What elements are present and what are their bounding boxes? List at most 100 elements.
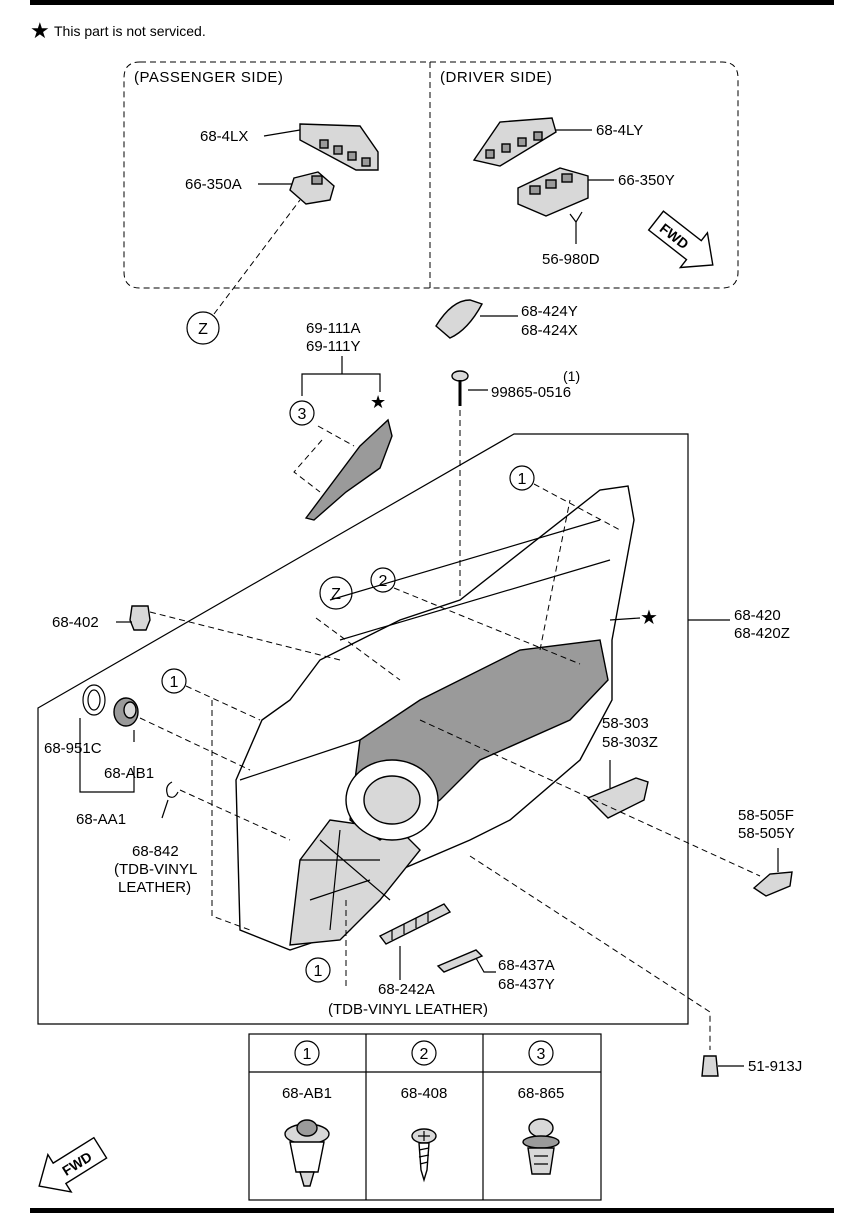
inset-box <box>123 61 739 289</box>
label-68-424x: 68-424X <box>521 322 578 339</box>
passenger-side-header: (PASSENGER SIDE) <box>134 69 283 86</box>
legend-num-2: 2 <box>420 1046 429 1063</box>
callout-3-text: 3 <box>298 406 307 423</box>
legend-callout-2 <box>411 1040 437 1066</box>
label-58-303z: 58-303Z <box>602 734 658 751</box>
bezel-58-303 <box>586 777 649 819</box>
clip-68-842 <box>166 781 179 798</box>
callout-z-lower-text: Z <box>331 586 341 603</box>
label-68-402: 68-402 <box>52 614 99 631</box>
dash-68-402 <box>149 611 341 661</box>
label-69-111y: 69-111Y <box>306 338 361 355</box>
driver-switch-panel <box>472 117 557 167</box>
leader-68-aa1 <box>79 718 135 793</box>
callout-1-left <box>161 668 187 694</box>
leader-68-842 <box>161 799 169 819</box>
clip-51-913j <box>701 1055 719 1077</box>
label-58-303: 58-303 <box>602 715 649 732</box>
legend-callout-1 <box>294 1040 320 1066</box>
passenger-window-switch <box>289 171 335 205</box>
button-68-ab1 <box>113 697 139 727</box>
dash-68-ab1 <box>139 717 251 771</box>
fwd-arrow-icon-bottom: FWD <box>38 1136 108 1193</box>
label-51-913j: 51-913J <box>748 1058 802 1075</box>
legend-part-2: 68-408 <box>401 1085 448 1102</box>
trim-69-111 <box>304 418 393 521</box>
label-99865-qty: (1) <box>563 368 580 384</box>
clip-icon-68-ab1 <box>284 1119 330 1187</box>
callout-z-upper <box>186 311 220 345</box>
dash-z-upper <box>213 199 301 315</box>
callout-2-text: 2 <box>379 573 388 590</box>
leader-69-111 <box>301 356 381 396</box>
callout-3 <box>289 400 315 426</box>
dash-2 <box>393 587 581 665</box>
passenger-switch-panel <box>299 123 379 171</box>
callout-2 <box>370 567 396 593</box>
handle-bezel <box>435 299 484 339</box>
label-68-420: 68-420 <box>734 607 781 624</box>
callout-1-top-text: 1 <box>518 471 527 488</box>
clip-icon-68-865 <box>522 1118 560 1175</box>
clip-68-402 <box>129 605 151 631</box>
label-56-980d: 56-980D <box>542 251 600 268</box>
label-99865: 99865-0516 <box>491 384 571 401</box>
washer-68-951c <box>82 684 106 716</box>
label-68-437a: 68-437A <box>498 957 555 974</box>
dash-51-913j <box>469 855 711 1050</box>
screw-99865 <box>451 370 469 406</box>
label-68-4ly: 68-4LY <box>596 122 643 139</box>
driver-side-header: (DRIVER SIDE) <box>440 69 552 86</box>
callout-1-bottom <box>305 957 331 983</box>
label-68-842-tdb1: (TDB-VINYL <box>114 861 197 878</box>
label-58-505y: 58-505Y <box>738 825 795 842</box>
leader-68-437 <box>475 957 496 973</box>
note-text: This part is not serviced. <box>54 23 206 39</box>
dash-68-842 <box>179 789 291 841</box>
dash-1-left <box>185 685 261 931</box>
label-68-420z: 68-420Z <box>734 625 790 642</box>
label-68-951c: 68-951C <box>44 740 102 757</box>
dash-1-top <box>533 483 621 651</box>
screw-icon-68-408 <box>411 1128 437 1183</box>
callout-z-upper-text: Z <box>198 321 208 338</box>
driver-window-switch <box>517 167 589 217</box>
leader-star-68-420 <box>609 617 641 621</box>
label-68-242a-tdb: (TDB-VINYL LEATHER) <box>328 1001 488 1018</box>
dash-69-111 <box>293 425 355 493</box>
legend-num-3: 3 <box>537 1046 546 1063</box>
fastener-legend-table: 1 68-AB1 2 68-408 3 68-865 <box>248 1033 602 1201</box>
legend-num-1: 1 <box>303 1046 312 1063</box>
callout-1-left-text: 1 <box>170 674 179 691</box>
label-68-242a: 68-242A <box>378 981 435 998</box>
callout-1-top <box>509 465 535 491</box>
callout-z-lower <box>319 576 353 610</box>
cover-58-505 <box>752 871 793 897</box>
legend-callout-3 <box>528 1040 554 1066</box>
leader-68-4lx <box>263 129 301 137</box>
label-69-111a: 69-111A <box>306 320 361 337</box>
clip-56-980d <box>569 211 583 224</box>
label-68-842-tdb2: LEATHER) <box>118 879 191 896</box>
label-68-aa1: 68-AA1 <box>76 811 126 828</box>
bottom-rule <box>30 1208 834 1213</box>
label-66-350a: 66-350A <box>185 176 242 193</box>
label-68-ab1: 68-AB1 <box>104 765 154 782</box>
cap-68-437 <box>436 949 484 973</box>
grille-68-242a <box>378 903 452 945</box>
label-66-350y: 66-350Y <box>618 172 675 189</box>
label-68-424y: 68-424Y <box>521 303 578 320</box>
callout-1-bottom-text: 1 <box>314 963 323 980</box>
dash-58-505 <box>419 719 761 877</box>
legend-part-1: 68-AB1 <box>282 1085 332 1102</box>
label-68-4lx: 68-4LX <box>200 128 248 145</box>
fwd-arrow-icon-inset: FWD <box>647 210 714 269</box>
label-58-505f: 58-505F <box>738 807 794 824</box>
star-68-420: ★ <box>640 607 658 629</box>
main-frame <box>37 433 689 1025</box>
label-68-437y: 68-437Y <box>498 976 555 993</box>
door-trim-panel <box>235 485 635 951</box>
dash-z-lower <box>315 617 401 681</box>
